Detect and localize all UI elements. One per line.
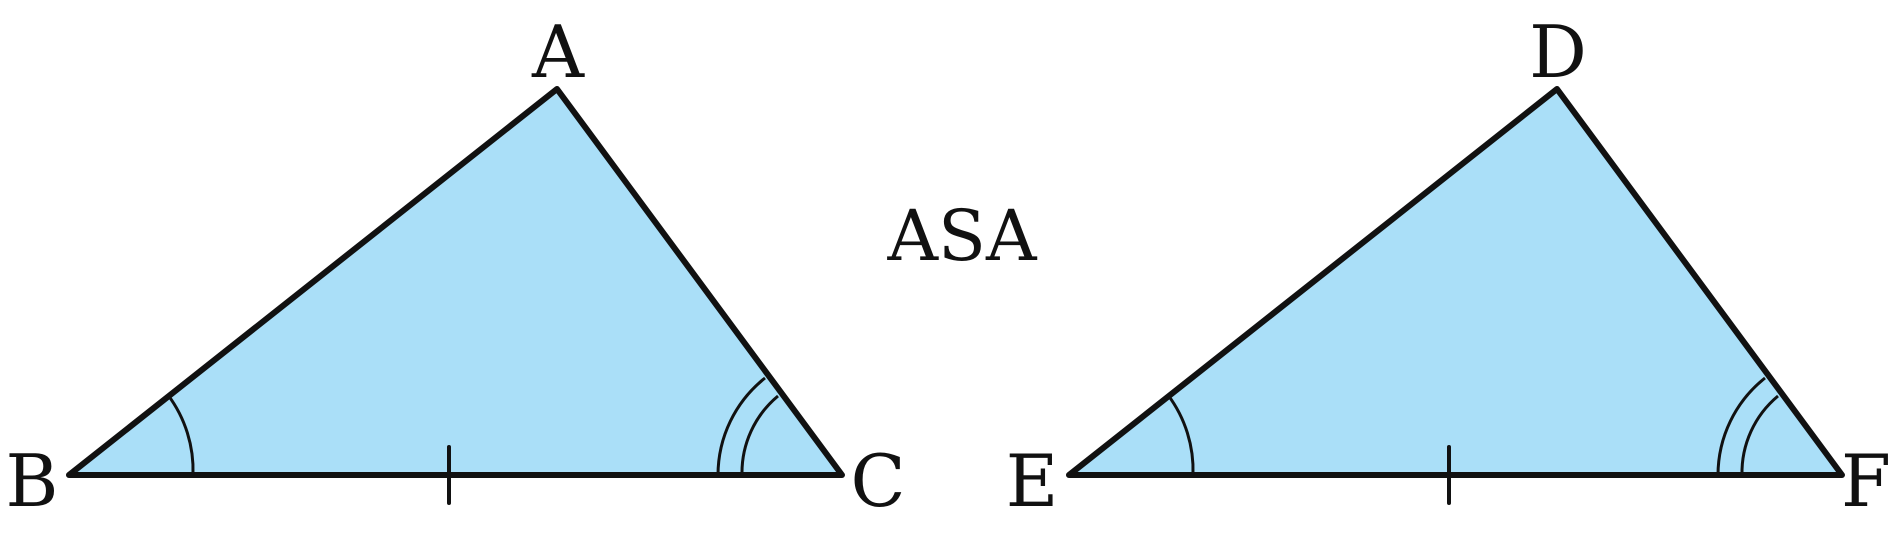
angle-c-arc-inner: [740, 394, 779, 476]
angle-e-arc: [1166, 394, 1195, 476]
triangle-def-shape: [1066, 86, 1845, 478]
vertex-label-b: B: [6, 439, 59, 523]
vertex-label-e: E: [1006, 439, 1059, 523]
triangle-abc: A B C: [6, 10, 906, 523]
angle-f-arc-inner: [1740, 394, 1779, 476]
triangle-abc-shape: [66, 86, 845, 478]
vertex-label-f: F: [1841, 439, 1891, 523]
vertex-label-d: D: [1529, 10, 1587, 94]
angle-c-arc-outer: [716, 376, 766, 476]
triangle-def: D E F: [1006, 10, 1891, 523]
vertex-label-a: A: [531, 10, 585, 94]
vertex-label-c: C: [850, 439, 905, 523]
angle-b-arc: [166, 394, 195, 476]
angle-f-arc-outer: [1716, 376, 1766, 476]
congruence-label: ASA: [886, 195, 1038, 277]
